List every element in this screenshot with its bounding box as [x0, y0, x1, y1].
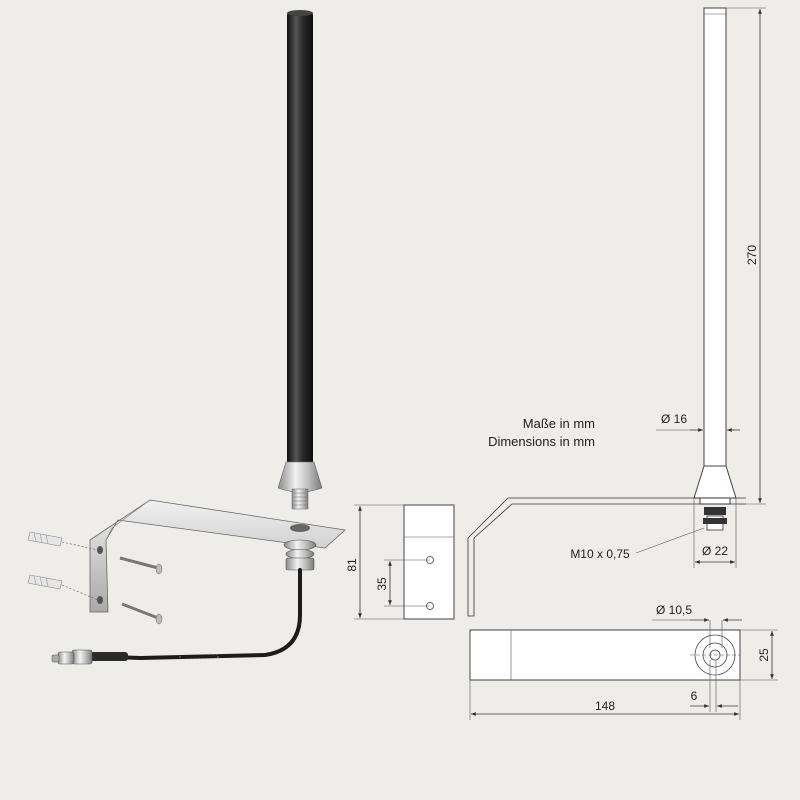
bracket-side-view: 81 35	[345, 504, 455, 620]
antenna-thread	[291, 488, 309, 510]
coax-cable	[90, 568, 302, 661]
wall-dowel	[27, 531, 63, 547]
washer	[285, 549, 315, 559]
antenna-rod	[287, 12, 313, 464]
dim-bracket-width: 25	[757, 648, 771, 662]
dim-bracket-height: 81	[345, 558, 359, 572]
wood-screw	[121, 602, 163, 625]
wood-screw	[119, 556, 163, 575]
antenna-front-view: 270 Ø 16 Ø 22 M10 x 0,75	[467, 7, 766, 617]
antenna-illustration	[27, 10, 346, 665]
dim-height: 270	[745, 245, 759, 265]
washer	[283, 539, 317, 551]
cable-sleeve	[90, 652, 128, 661]
antenna-rod-tip	[287, 10, 313, 16]
sma-connector	[51, 649, 93, 665]
dim-hole-spacing: 35	[375, 577, 389, 591]
wall-dowel	[27, 574, 63, 590]
dim-edge-offset: 6	[691, 689, 698, 703]
dim-base-diameter: Ø 22	[702, 544, 728, 558]
dim-bracket-length: 148	[595, 699, 615, 713]
dim-rod-diameter: Ø 16	[661, 412, 687, 426]
antenna-base-ferrule	[277, 461, 323, 493]
units-note-en: Dimensions in mm	[488, 434, 595, 449]
bracket-hole	[97, 596, 103, 604]
bracket-hole	[97, 546, 103, 554]
dim-thread: M10 x 0,75	[570, 547, 630, 561]
units-note-de: Maße in mm	[523, 416, 595, 431]
bracket-top-view: 25 Ø 10,5 6 148	[469, 603, 778, 720]
dim-hole-diameter: Ø 10,5	[656, 603, 692, 617]
